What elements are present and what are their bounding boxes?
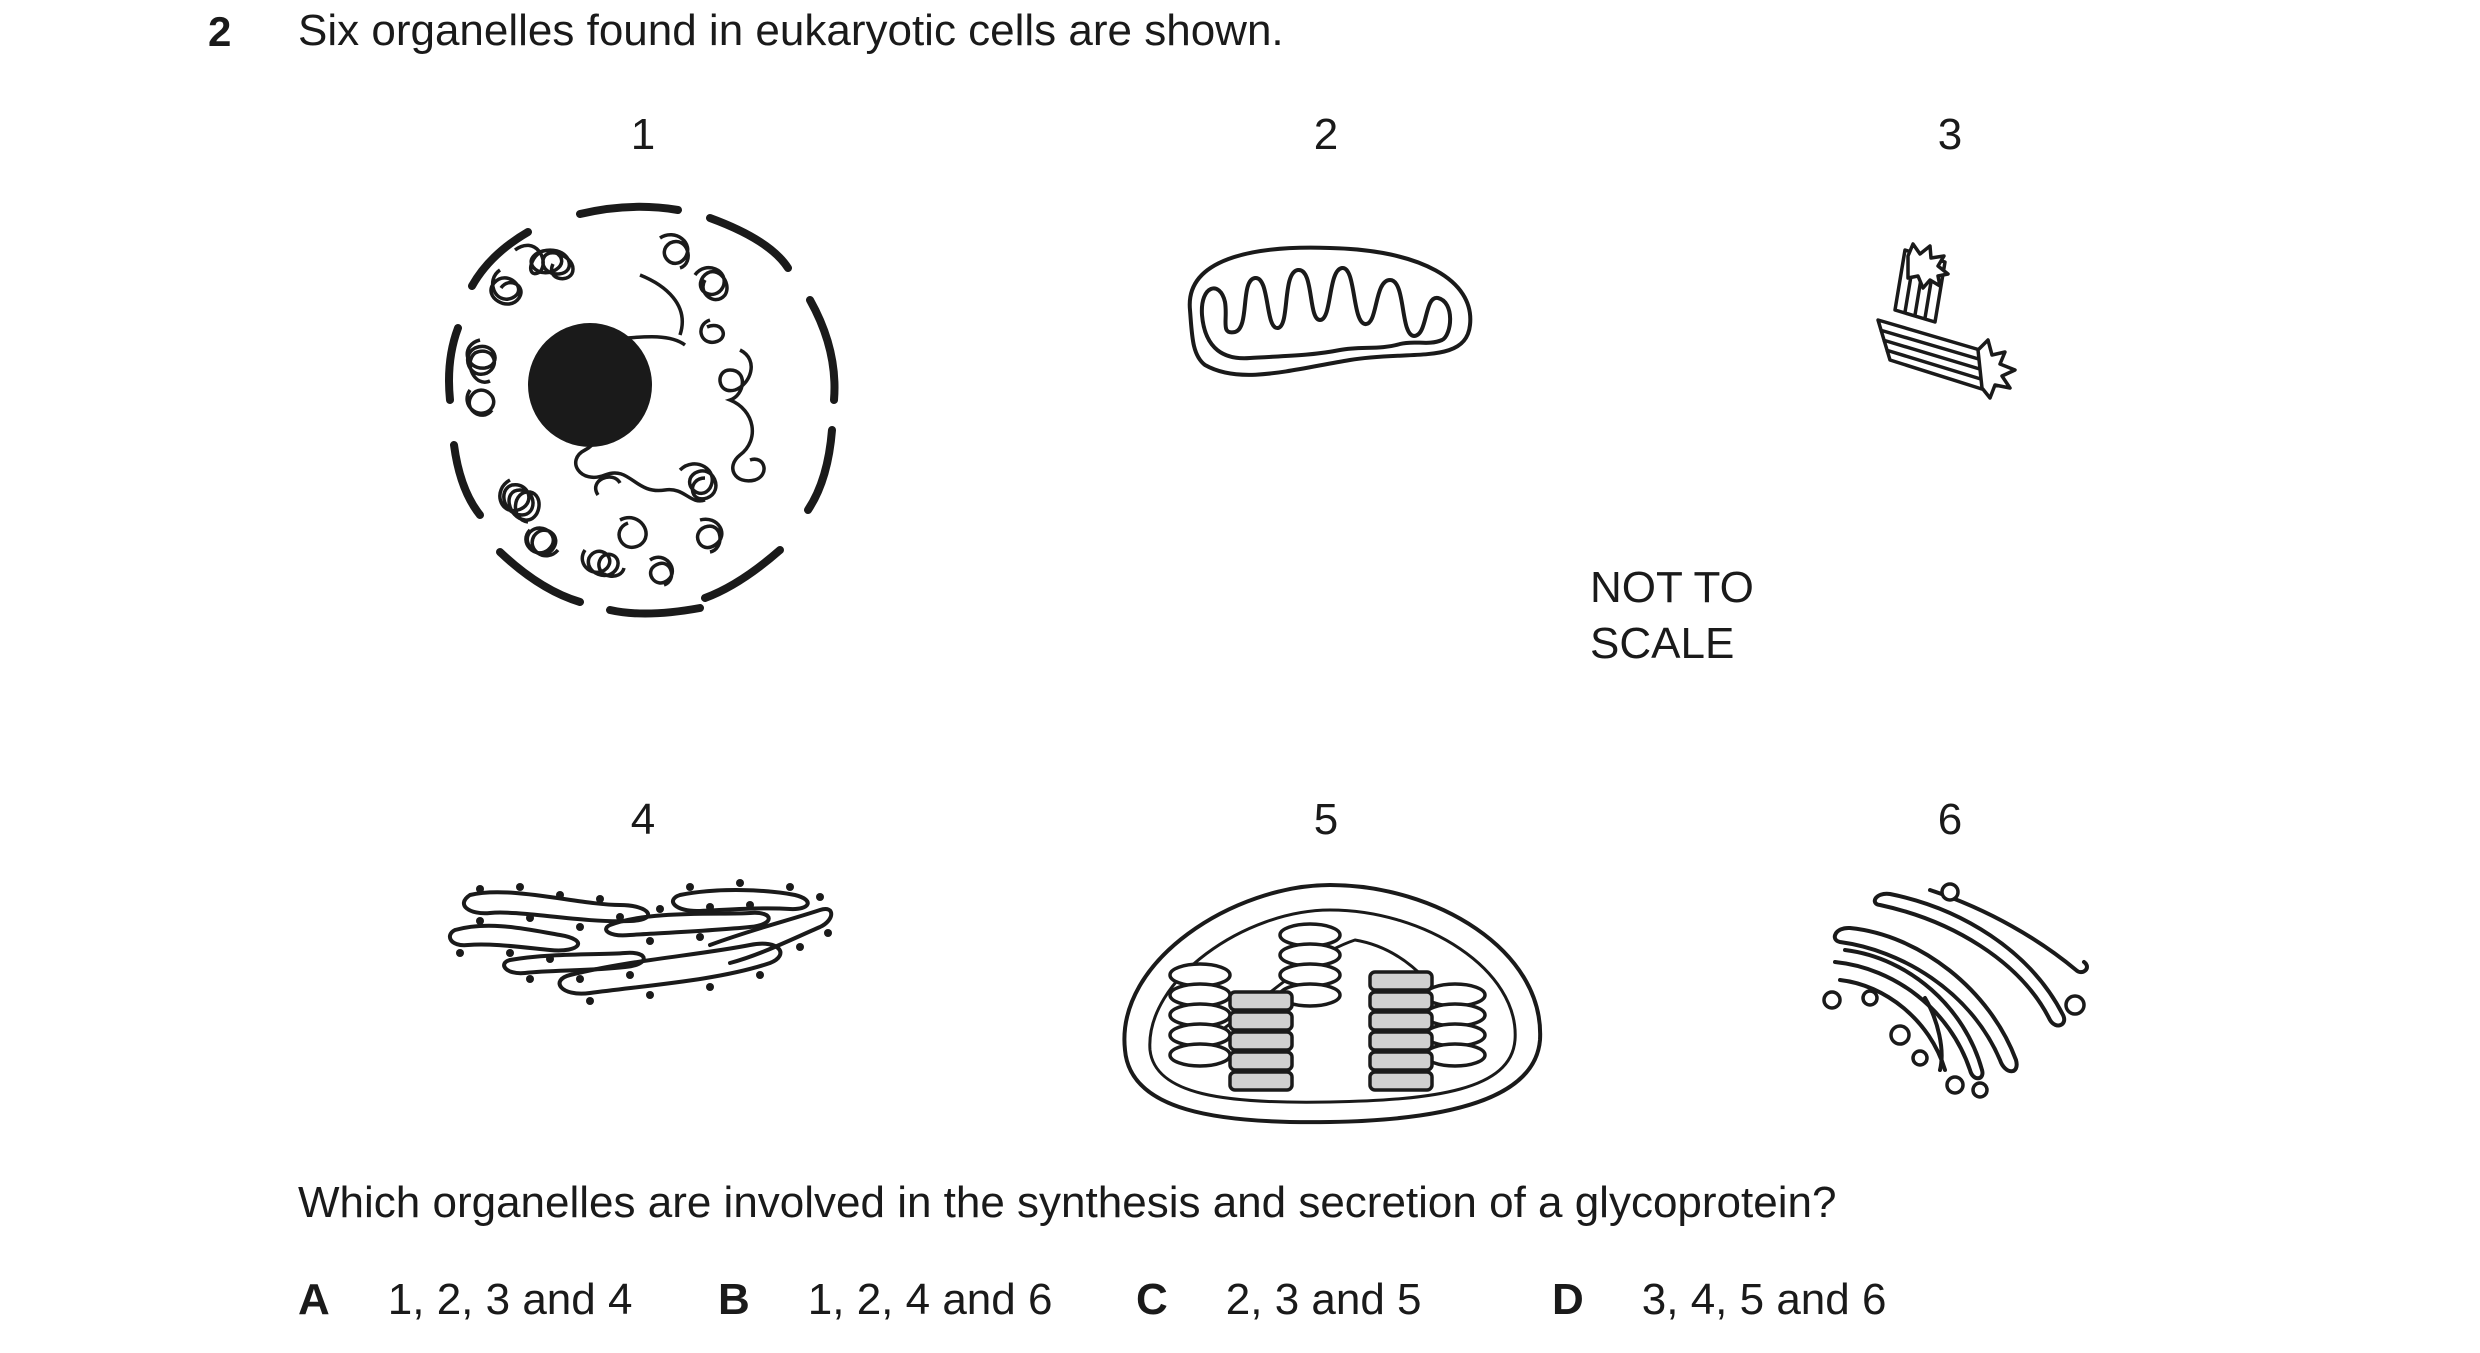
organelle-label-1: 1 [630,110,656,159]
option-a[interactable]: A 1, 2, 3 and 4 [298,1275,632,1325]
mitochondrion-icon [1187,245,1473,377]
option-b-text: 1, 2, 4 and 6 [807,1275,1053,1324]
option-c[interactable]: C 2, 3 and 5 [1136,1275,1422,1325]
not-to-scale-line1: NOT TO [1590,563,1754,612]
option-b[interactable]: B 1, 2, 4 and 6 [718,1275,1052,1325]
question-stem: Which organelles are involved in the syn… [298,1178,1837,1227]
centriole-icon [1876,242,2017,400]
organelle-label-6: 6 [1937,795,1963,844]
organelle-label-4: 4 [630,795,656,844]
not-to-scale-note: NOT TO SCALE [1590,560,1754,672]
option-a-letter: A [298,1275,330,1324]
question-number: 2 [208,8,232,55]
chloroplast-icon [1122,882,1543,1125]
not-to-scale-line2: SCALE [1590,619,1735,668]
option-d-letter: D [1552,1275,1584,1324]
option-a-text: 1, 2, 3 and 4 [387,1275,633,1324]
organelle-label-3: 3 [1937,110,1963,159]
nucleus-icon [445,202,839,618]
option-d-text: 3, 4, 5 and 6 [1641,1275,1887,1324]
option-d[interactable]: D 3, 4, 5 and 6 [1552,1275,1886,1325]
option-b-letter: B [718,1275,750,1324]
rough-er-icon [447,879,834,1005]
organelle-label-2: 2 [1313,110,1339,159]
option-c-letter: C [1136,1275,1168,1324]
question-text: Six organelles found in eukaryotic cells… [298,6,1284,55]
option-c-text: 2, 3 and 5 [1225,1275,1422,1324]
golgi-icon [1822,882,2089,1099]
organelle-label-5: 5 [1313,795,1339,844]
